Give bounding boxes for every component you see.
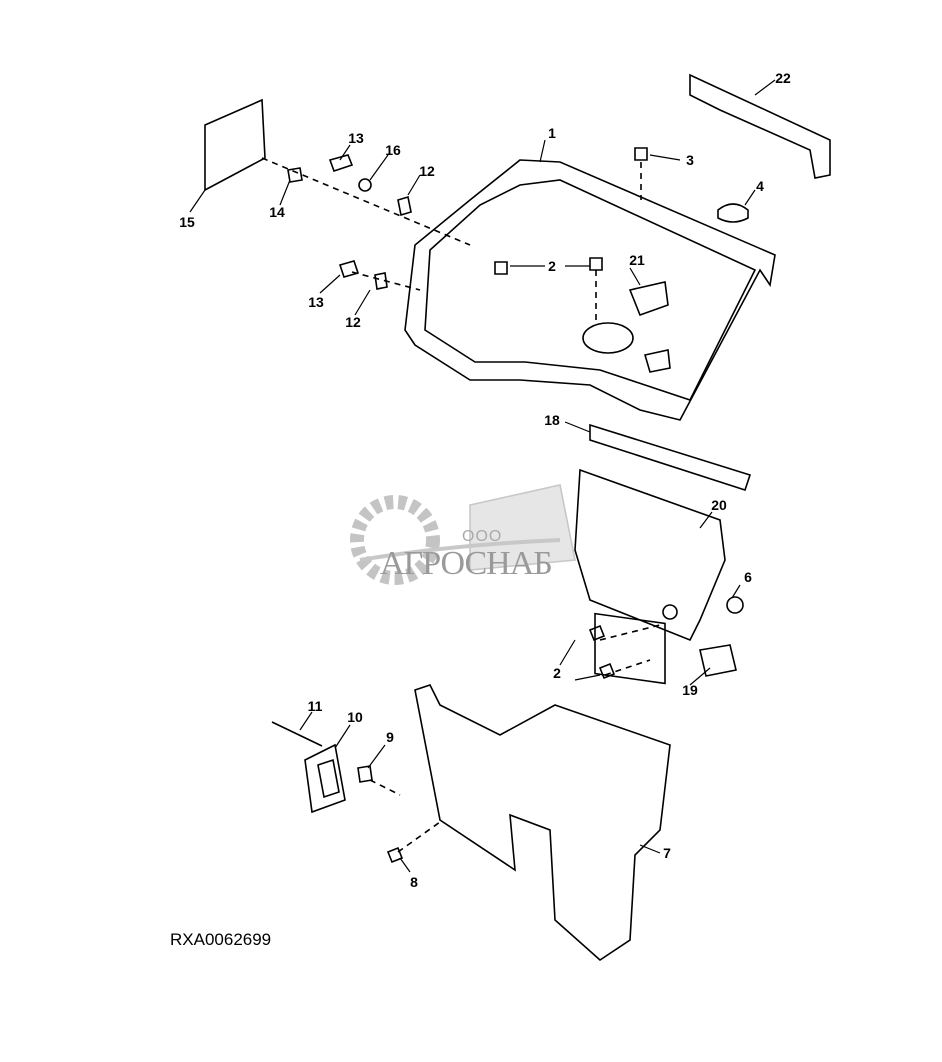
part-7-lower-panel [414, 684, 671, 962]
callout-12: 12 [419, 163, 435, 179]
part-22-bracket [689, 73, 831, 179]
callout-2b: 2 [553, 665, 561, 681]
callout-16: 16 [385, 142, 401, 158]
callout-3: 3 [686, 152, 694, 168]
part-19-seal [699, 644, 737, 677]
callout-4: 4 [756, 178, 764, 194]
callout-21: 21 [629, 252, 645, 268]
callout-11: 11 [307, 698, 323, 714]
part-11-screw [271, 721, 323, 747]
watermark-prefix: ООО [462, 528, 503, 545]
callout-19: 19 [682, 682, 698, 698]
callout-10: 10 [347, 709, 363, 725]
part-9-clip [357, 765, 373, 783]
callout-20: 20 [711, 497, 727, 513]
watermark-name: АГРОСНАБ [380, 545, 553, 582]
callout-6: 6 [744, 569, 752, 585]
part-20-instrument-panel [574, 468, 726, 642]
callout-13b: 13 [308, 294, 324, 310]
watermark-logo [350, 484, 576, 585]
part-10-switch-housing [304, 743, 346, 814]
callout-15: 15 [179, 214, 195, 230]
leader-lines [189, 79, 776, 873]
callout-12b: 12 [345, 314, 361, 330]
callout-14: 14 [269, 204, 285, 220]
reference-code: RXA0062699 [170, 930, 272, 949]
callout-1: 1 [548, 125, 556, 141]
callout-13: 13 [348, 130, 364, 146]
callout-7: 7 [663, 845, 671, 861]
part-18-switch-strip [589, 423, 752, 492]
fasteners-upper [287, 147, 749, 290]
callout-22: 22 [775, 70, 791, 86]
part-15-cover [204, 98, 266, 192]
callout-18: 18 [544, 412, 560, 428]
callout-2: 2 [548, 258, 556, 274]
part-8-fastener [386, 846, 404, 864]
callout-8: 8 [410, 874, 418, 890]
part-1-upper-panel [404, 159, 776, 421]
callout-9: 9 [386, 729, 394, 745]
